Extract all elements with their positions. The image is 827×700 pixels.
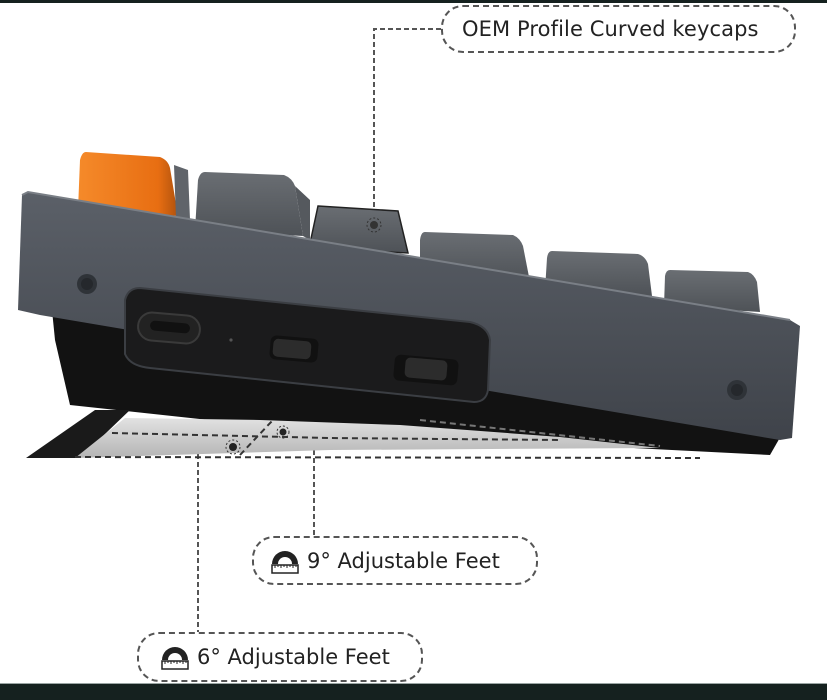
keycaps-callout-label: OEM Profile Curved keycaps: [462, 17, 759, 41]
keycaps-callout: OEM Profile Curved keycaps: [441, 5, 796, 53]
feet-9-callout-label: 9° Adjustable Feet: [307, 548, 500, 573]
protractor-icon: [271, 550, 299, 574]
port-panel: [124, 286, 492, 404]
protractor-icon: [161, 647, 189, 670]
feet-9-degree-callout: 9° Adjustable Feet: [252, 536, 538, 585]
top-frame-bar: [0, 0, 827, 3]
keycaps-leader-line: [373, 28, 441, 218]
feet-6-degree-callout: 6° Adjustable Feet: [137, 632, 423, 682]
bottom-frame-bar: [0, 683, 827, 700]
feet-6-leader-line: [137, 446, 231, 657]
feet-6-callout-label: 6° Adjustable Feet: [197, 645, 390, 669]
adjustable-feet: [26, 410, 701, 459]
